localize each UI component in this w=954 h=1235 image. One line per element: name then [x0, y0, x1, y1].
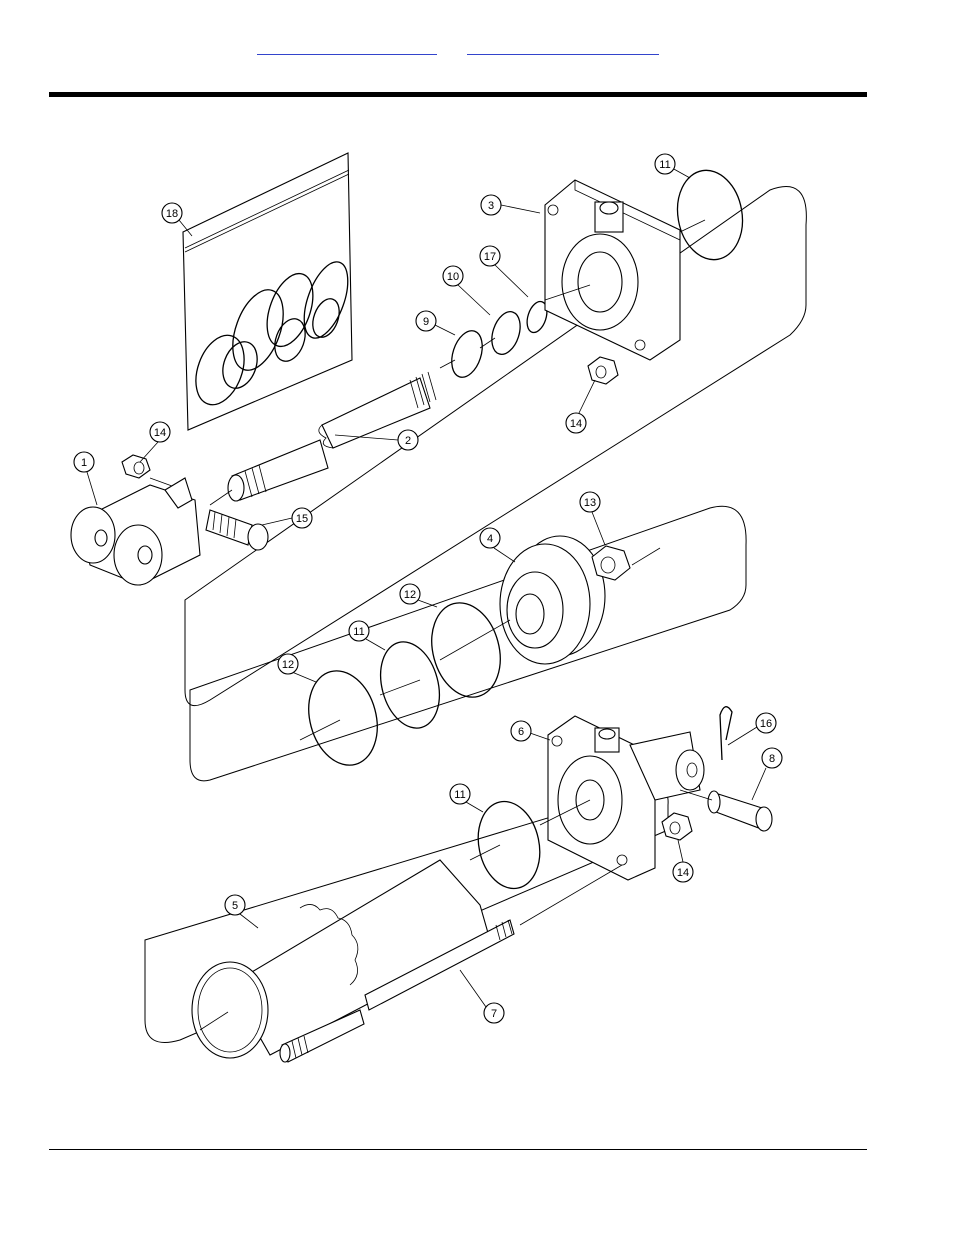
clevis [71, 478, 200, 585]
hex-nut-clevis [122, 455, 150, 478]
clevis-pin [708, 791, 772, 831]
cap-screw [206, 510, 268, 550]
callout-15: 15 [296, 513, 308, 525]
callout-2: 2 [405, 435, 411, 447]
o-ring-head [671, 165, 750, 265]
callout-7: 7 [491, 1008, 497, 1020]
callout-9: 9 [423, 316, 429, 328]
callout-5: 5 [232, 900, 238, 912]
callout-13: 13 [584, 497, 596, 509]
callout-14-clevis: 14 [154, 427, 166, 439]
callout-18: 18 [166, 208, 178, 220]
o-ring-piston [372, 635, 449, 734]
hex-nut-base [662, 813, 692, 840]
rod-seal [487, 308, 525, 358]
rod-wiper-seal [446, 327, 487, 381]
callout-8: 8 [769, 753, 775, 765]
callout-11-base: 11 [454, 789, 465, 801]
callout-10: 10 [447, 271, 459, 283]
callout-4: 4 [487, 533, 493, 545]
callout-14-head: 14 [570, 418, 582, 430]
hex-nut-head [588, 357, 618, 384]
piston-seal-outer-b [422, 595, 511, 705]
callout-16: 16 [760, 718, 772, 730]
base-end-head [548, 716, 704, 880]
callout-3: 3 [488, 200, 494, 212]
callout-17: 17 [484, 251, 496, 263]
callout-1: 1 [81, 457, 87, 469]
callout-14-base: 14 [677, 867, 689, 879]
callout-12-a: 12 [282, 659, 294, 671]
hairpin-clip [720, 707, 732, 760]
callout-6: 6 [518, 726, 524, 738]
piston-seal-outer-a [299, 663, 388, 773]
seal-kit-bag [183, 153, 357, 430]
callout-11-head: 11 [659, 159, 670, 171]
callout-12-b: 12 [404, 589, 416, 601]
o-ring-base [471, 796, 548, 895]
callout-11-piston: 11 [353, 626, 364, 638]
piston [500, 536, 605, 664]
piston-nut [592, 546, 630, 580]
